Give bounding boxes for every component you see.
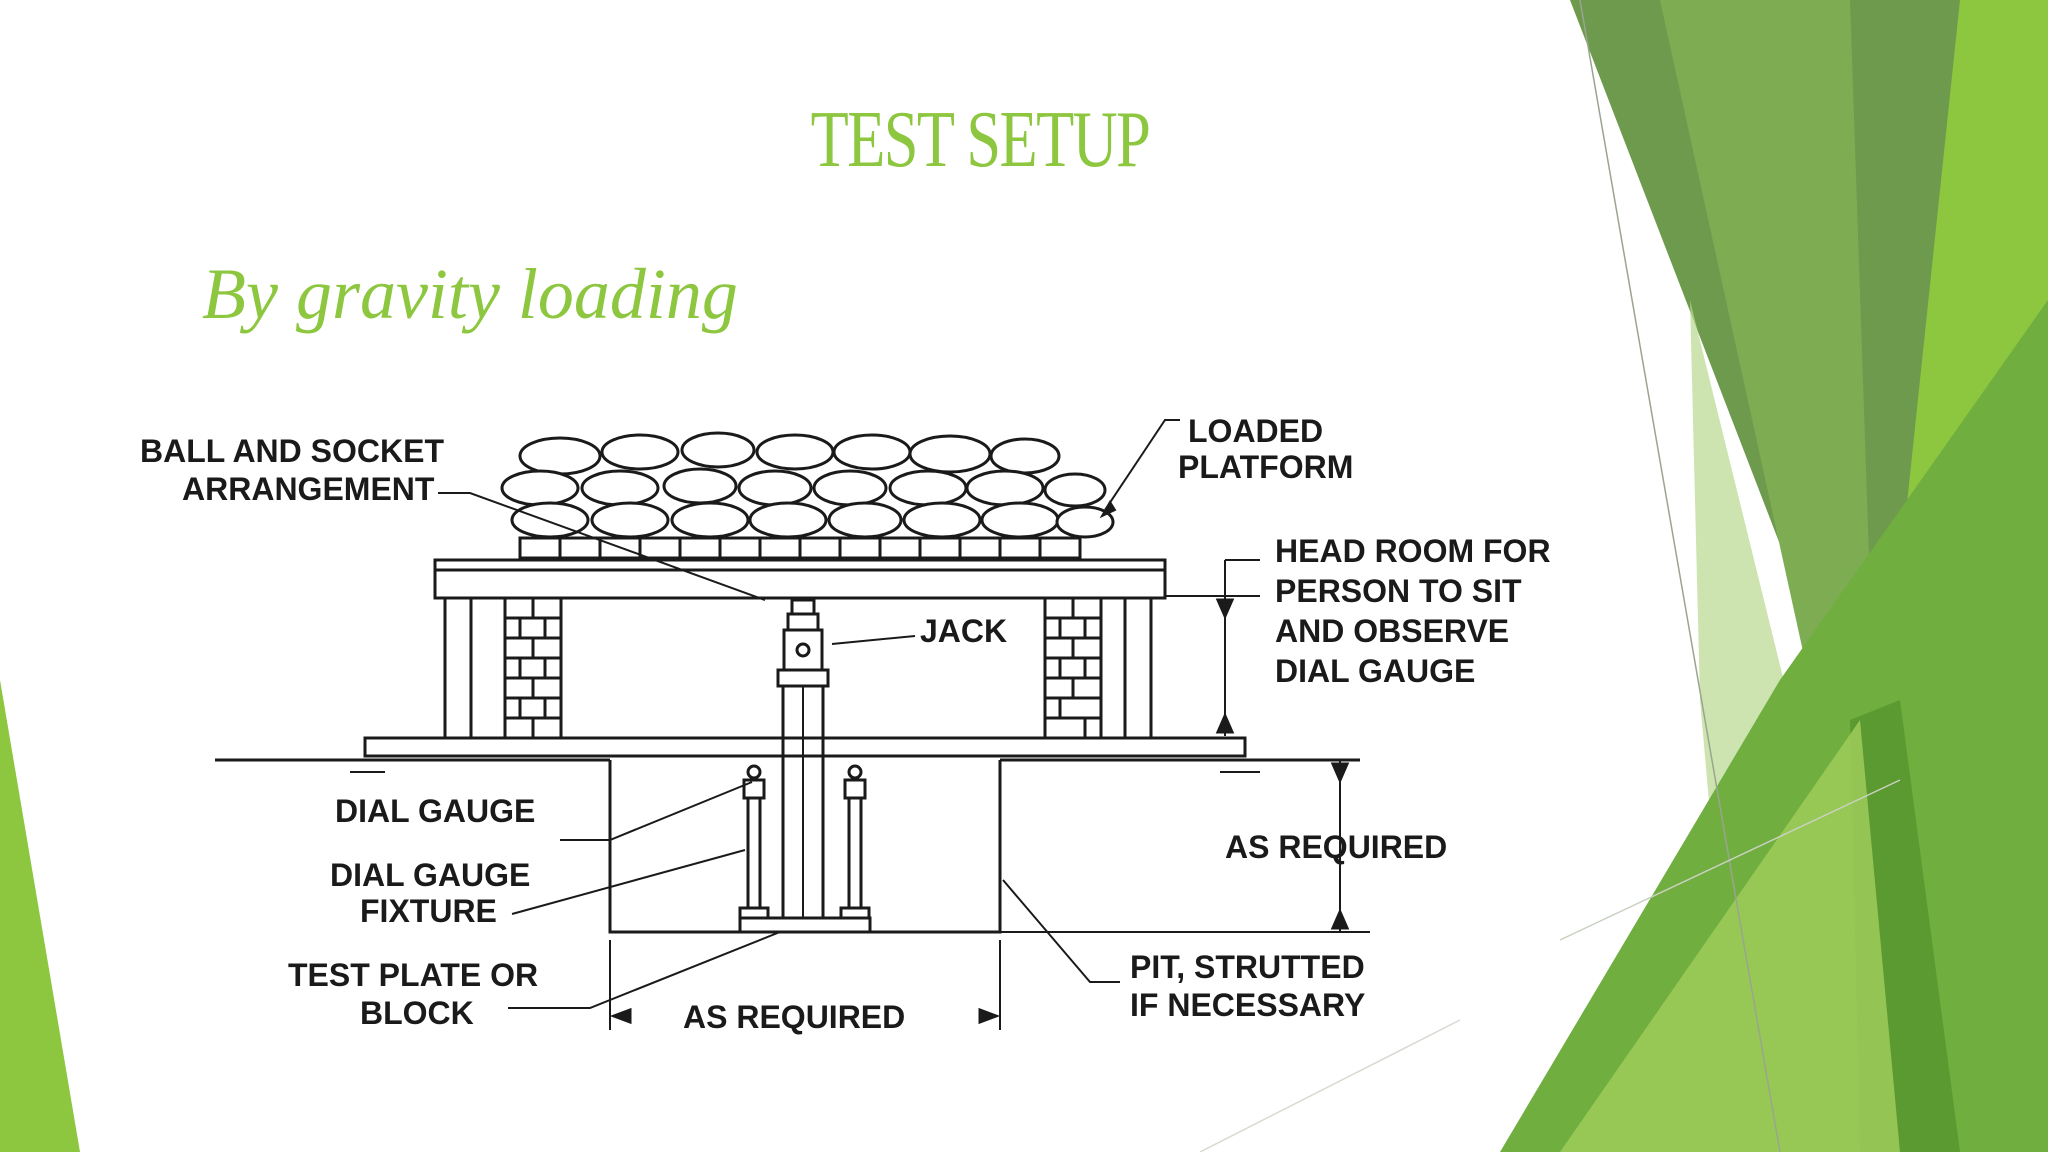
slide-title: TEST SETUP xyxy=(810,96,1151,184)
label-head-room-line4: DIAL GAUGE xyxy=(1275,653,1475,689)
label-jack: JACK xyxy=(920,613,1007,649)
label-loaded-platform-line2: PLATFORM xyxy=(1178,449,1353,485)
label-ball-socket-line1: BALL AND SOCKET xyxy=(140,433,444,469)
label-loaded-platform-line1: LOADED xyxy=(1188,413,1323,449)
dial-gauge-fixture-left xyxy=(738,764,770,920)
dial-gauge-fixture-right xyxy=(839,764,871,920)
label-as-required-right: AS REQUIRED xyxy=(1225,829,1447,865)
brick-pier-right xyxy=(1043,596,1103,740)
label-pit-line2: IF NECESSARY xyxy=(1130,987,1365,1023)
loaded-platform xyxy=(433,558,1167,600)
label-as-required-bottom: AS REQUIRED xyxy=(683,999,905,1035)
plate-load-test-diagram: BALL AND SOCKET ARRANGEMENT LOADED PLATF… xyxy=(140,413,1551,1035)
hydraulic-jack xyxy=(776,598,830,688)
label-head-room-line1: HEAD ROOM FOR xyxy=(1275,533,1551,569)
label-ball-socket-line2: ARRANGEMENT xyxy=(182,471,435,507)
slide-subtitle: By gravity loading xyxy=(202,254,738,334)
label-test-plate-line1: TEST PLATE OR xyxy=(288,957,538,993)
label-dial-gauge-fixture-line1: DIAL GAUGE xyxy=(330,857,530,893)
reference-beam xyxy=(363,736,1247,758)
brick-pier-left xyxy=(503,596,563,740)
sandbag-load xyxy=(500,431,1115,539)
label-test-plate-line2: BLOCK xyxy=(360,995,474,1031)
label-head-room-line2: PERSON TO SIT xyxy=(1275,573,1522,609)
test-plate xyxy=(738,916,872,934)
label-pit-line1: PIT, STRUTTED xyxy=(1130,949,1365,985)
label-dial-gauge: DIAL GAUGE xyxy=(335,793,535,829)
label-dial-gauge-fixture-line2: FIXTURE xyxy=(360,893,497,929)
label-head-room-line3: AND OBSERVE xyxy=(1275,613,1509,649)
test-pit xyxy=(608,760,1002,934)
timber-sleepers xyxy=(518,536,1082,560)
